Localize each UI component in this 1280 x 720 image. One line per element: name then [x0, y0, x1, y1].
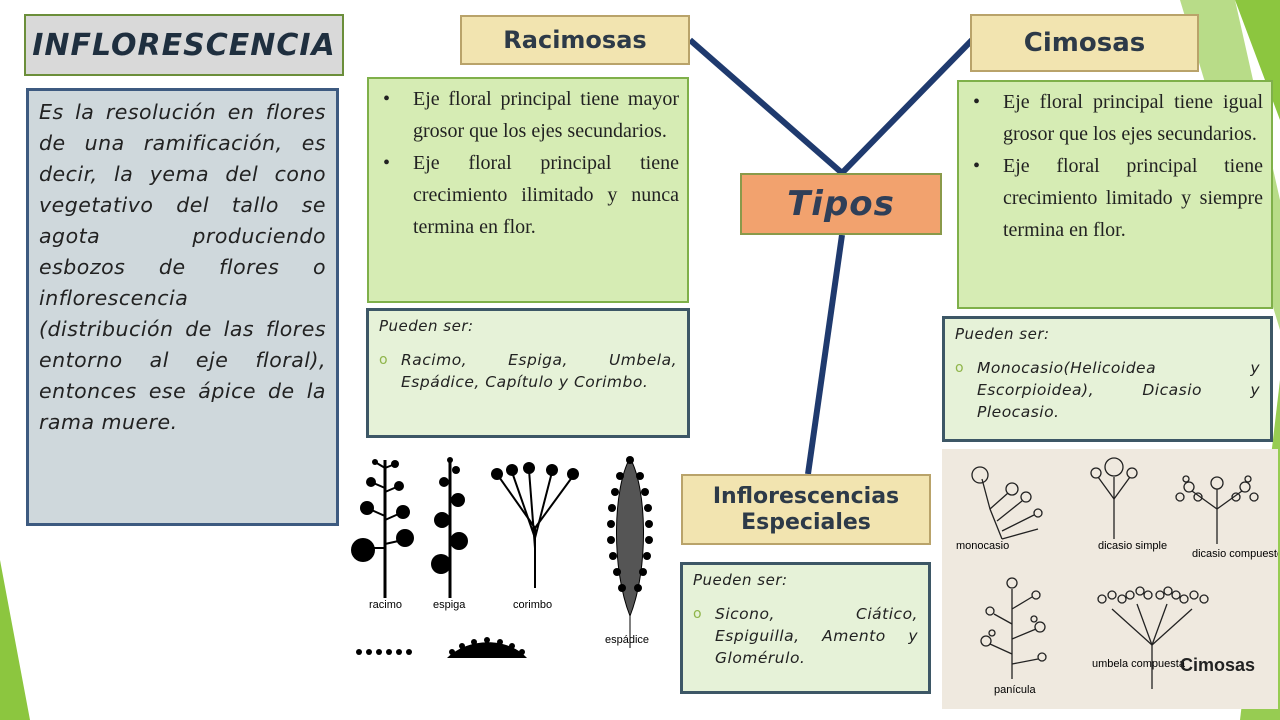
especiales-label: Inflorescencias Especiales	[712, 483, 900, 535]
dicasio-simple-drawing	[1090, 457, 1138, 539]
especiales-types-text: Sicono, Ciático, Espiguilla, Amento y Gl…	[715, 605, 918, 667]
dicasio-compuesto-drawing	[1175, 475, 1259, 544]
circle-bullet-icon: o	[379, 352, 388, 368]
cimosas-bullet-list: Eje floral principal tiene igual grosor …	[959, 86, 1271, 246]
cimosas-types-text: Monocasio(Helicoidea y Escorpioidea), Di…	[977, 359, 1260, 421]
circle-bullet-icon: o	[693, 606, 702, 622]
definition-text: Es la resolución en flores de una ramifi…	[39, 100, 326, 434]
circle-bullet-icon: o	[955, 360, 964, 376]
especiales-label-box: Inflorescencias Especiales	[681, 474, 931, 545]
racimosas-figure: racimo espiga corimbo	[347, 448, 680, 658]
espiga-drawing	[431, 457, 468, 598]
monocasio-drawing	[971, 466, 1043, 540]
racimosas-fig-label-3: corimbo	[513, 599, 552, 611]
umbela-drawing-partial	[356, 649, 412, 655]
cimosas-fig-dicasio-compuesto: dicasio compuesto	[1192, 548, 1278, 560]
cimosas-bullet-2: Eje floral principal tiene crecimiento l…	[973, 150, 1263, 246]
racimo-drawing	[351, 459, 414, 598]
connector-cimosas	[839, 37, 975, 176]
cimosas-bullets-box: Eje floral principal tiene igual grosor …	[957, 80, 1273, 309]
especiales-types-box: Pueden ser: o Sicono, Ciático, Espiguill…	[680, 562, 931, 694]
panicula-drawing	[980, 577, 1047, 679]
racimosas-types-item: o Racimo, Espiga, Umbela, Espádice, Capí…	[379, 349, 677, 393]
racimosas-label-box: Racimosas	[460, 15, 690, 65]
cimosas-types-item: o Monocasio(Helicoidea y Escorpioidea), …	[955, 357, 1260, 423]
capitulo-drawing-partial	[447, 637, 527, 658]
connector-especiales	[805, 234, 845, 475]
cimosas-types-box: Pueden ser: o Monocasio(Helicoidea y Esc…	[942, 316, 1273, 442]
espadice-drawing	[607, 456, 653, 648]
racimosas-bullet-list: Eje floral principal tiene mayor grosor …	[369, 83, 687, 243]
racimosas-types-box: Pueden ser: o Racimo, Espiga, Umbela, Es…	[366, 308, 690, 438]
especiales-types-item: o Sicono, Ciático, Espiguilla, Amento y …	[693, 603, 918, 669]
racimosas-bullets-box: Eje floral principal tiene mayor grosor …	[367, 77, 689, 303]
racimosas-fig-label-2: espiga	[433, 599, 466, 611]
racimosas-fig-label-4: espádice	[605, 634, 649, 646]
especiales-types-title: Pueden ser:	[693, 571, 788, 589]
racimosas-fig-label-1: racimo	[369, 599, 402, 611]
cimosas-label-box: Cimosas	[970, 14, 1199, 72]
racimosas-bullet-1: Eje floral principal tiene mayor grosor …	[383, 83, 679, 147]
definition-box: Es la resolución en flores de una ramifi…	[26, 88, 339, 526]
page-title: INFLORESCENCIA	[24, 14, 344, 76]
cimosas-fig-monocasio: monocasio	[956, 540, 1009, 552]
cimosas-fig-caption: Cimosas	[1180, 655, 1255, 675]
cimosas-figure: monocasio dicasio simple dicasio compues…	[942, 449, 1278, 709]
tipos-label: Tipos	[787, 184, 895, 224]
title-text: INFLORESCENCIA	[32, 27, 336, 63]
racimosas-label: Racimosas	[503, 26, 647, 54]
cimosas-label: Cimosas	[1023, 28, 1146, 58]
cimosas-fig-dicasio-simple: dicasio simple	[1098, 540, 1167, 552]
cimosas-fig-umbela: umbela compuesta	[1092, 658, 1186, 670]
umbela-compuesta-drawing	[1097, 586, 1209, 689]
tipos-box: Tipos	[740, 173, 942, 235]
racimosas-bullet-2: Eje floral principal tiene crecimiento i…	[383, 147, 679, 243]
cimosas-types-title: Pueden ser:	[955, 325, 1050, 343]
cimosas-bullet-1: Eje floral principal tiene igual grosor …	[973, 86, 1263, 150]
cimosas-fig-panicula: panícula	[994, 684, 1036, 696]
corimbo-drawing	[491, 462, 579, 588]
racimosas-types-title: Pueden ser:	[379, 317, 474, 335]
racimosas-types-text: Racimo, Espiga, Umbela, Espádice, Capítu…	[401, 351, 677, 391]
connector-racimosas	[688, 37, 844, 176]
